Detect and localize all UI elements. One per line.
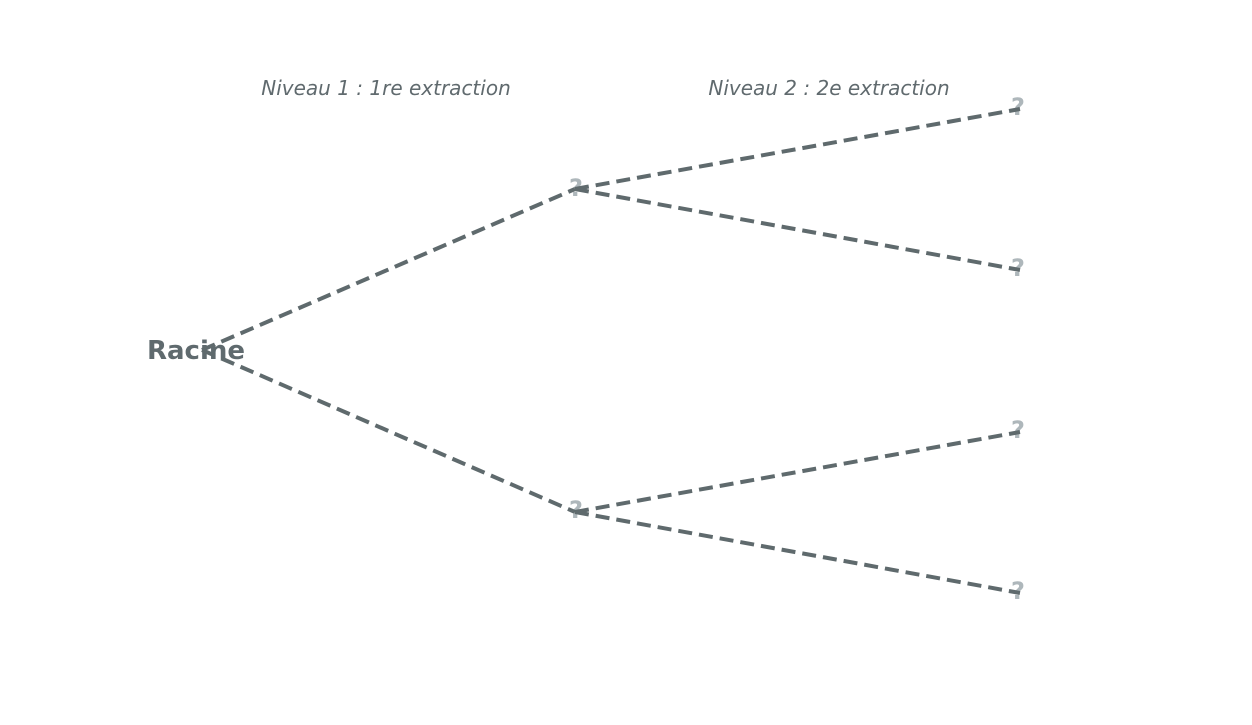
edge-top-to-leaf2 — [574, 187, 1021, 272]
level1-header: Niveau 1 : 1re extraction — [261, 76, 511, 100]
edge-root-to-top — [201, 187, 576, 352]
level2-header: Niveau 2 : 2e extraction — [708, 76, 950, 100]
level2-node-1: ? — [1011, 93, 1025, 121]
edge-root-to-bottom — [201, 348, 576, 514]
edge-bottom-to-leaf4 — [574, 510, 1021, 595]
edge-top-to-leaf1 — [574, 107, 1021, 191]
level2-node-3: ? — [1011, 416, 1025, 444]
edge-bottom-to-leaf3 — [574, 430, 1021, 514]
